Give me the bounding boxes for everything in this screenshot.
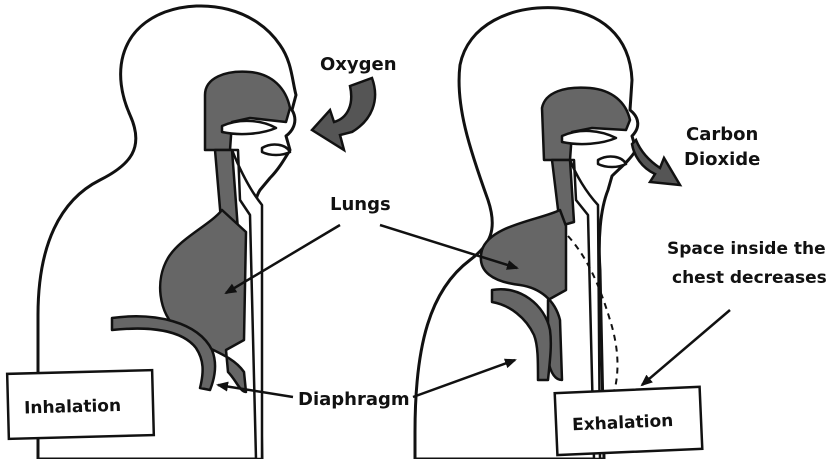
carbon-dioxide-label-line1: Carbon	[686, 124, 758, 145]
exhalation-label-box: Exhalation	[555, 387, 703, 455]
space-label-line1: Space inside the	[667, 239, 826, 259]
lungs-label: Lungs	[330, 194, 391, 215]
inhalation-label: Inhalation	[24, 396, 122, 419]
exhalation-lip	[598, 157, 626, 167]
carbon-dioxide-label-line2: Dioxide	[684, 149, 760, 170]
oxygen-arrow-icon	[312, 78, 375, 150]
inhalation-lip	[262, 145, 290, 155]
space-pointer	[642, 310, 730, 385]
diaphragm-label: Diaphragm	[298, 389, 410, 410]
space-label-line2: chest decreases	[672, 268, 827, 288]
inhalation-label-box: Inhalation	[7, 370, 154, 439]
oxygen-label: Oxygen	[320, 54, 397, 75]
carbon-dioxide-arrow-icon	[632, 140, 680, 185]
